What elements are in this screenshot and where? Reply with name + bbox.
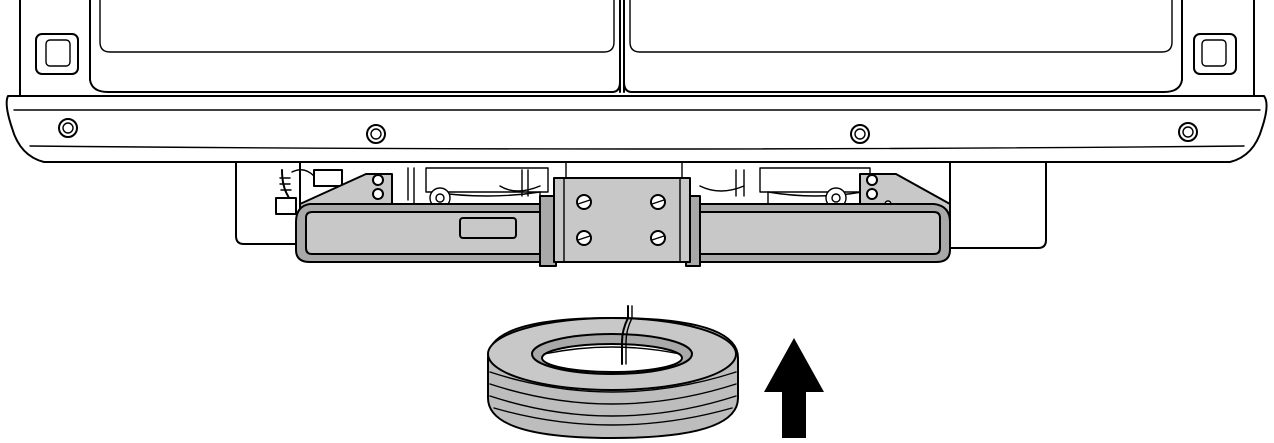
wheel-carrier xyxy=(295,177,951,267)
spare-tyre xyxy=(487,305,739,439)
bolt-icon xyxy=(650,194,666,210)
parking-sensor-icon xyxy=(1178,122,1198,142)
centre-clamp xyxy=(553,177,691,263)
lowering-cable xyxy=(621,305,629,365)
right-door-frame xyxy=(623,0,1183,93)
right-rear-lamp xyxy=(1193,33,1237,75)
parking-sensor-icon xyxy=(366,124,386,144)
right-spring xyxy=(759,167,871,209)
left-door-panel xyxy=(99,0,615,53)
left-mud-flap xyxy=(235,159,301,245)
parking-sensor-icon xyxy=(850,124,870,144)
carrier-label-plate xyxy=(459,217,517,239)
arrow-up-icon xyxy=(764,338,824,438)
left-spring xyxy=(407,167,549,209)
bolt-icon xyxy=(576,194,592,210)
right-mud-flap xyxy=(949,159,1047,249)
parking-sensor-icon xyxy=(58,118,78,138)
underbody xyxy=(235,159,1047,249)
right-door-panel xyxy=(629,0,1173,53)
bolt-icon xyxy=(650,230,666,246)
left-carrier-tube xyxy=(295,203,541,263)
rear-doors xyxy=(19,0,1255,96)
left-door-frame xyxy=(89,0,621,93)
left-rear-lamp xyxy=(35,33,79,75)
bolt-icon xyxy=(576,230,592,246)
rear-bumper xyxy=(5,95,1268,163)
right-carrier-tube xyxy=(697,203,951,263)
cable-icon xyxy=(275,169,343,215)
